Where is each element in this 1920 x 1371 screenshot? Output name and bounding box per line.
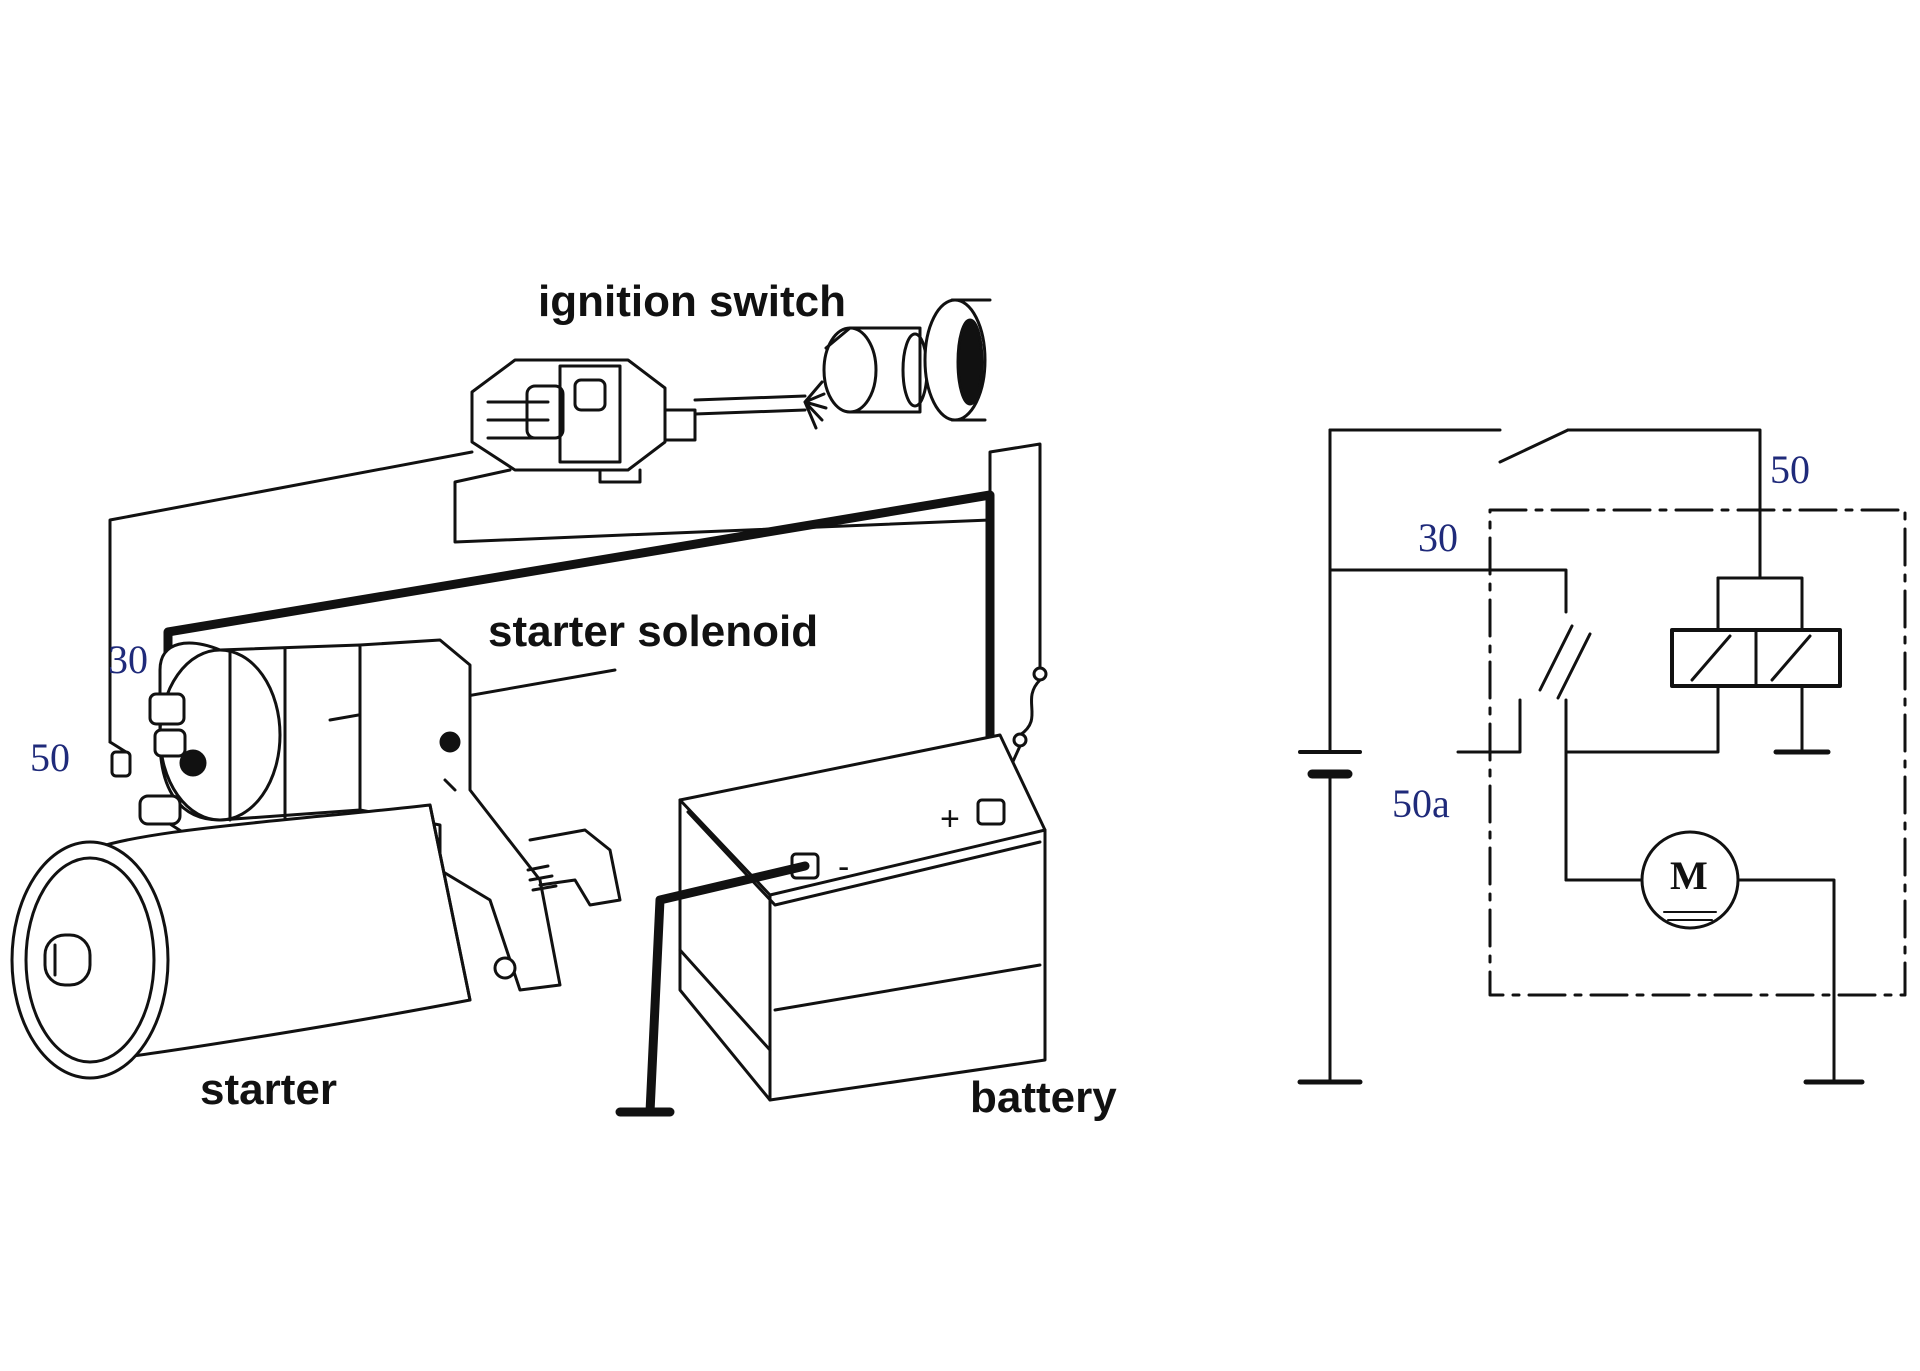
label-battery: battery — [970, 1073, 1117, 1122]
terminal-label-50-left: 50 — [30, 735, 70, 780]
terminal-label-30-left: 30 — [108, 637, 148, 682]
ignition-switch-block — [470, 358, 697, 484]
ground-cable — [615, 861, 810, 1117]
label-starter: starter — [200, 1065, 337, 1114]
solenoid-body — [158, 641, 617, 822]
schematic-battery — [1297, 428, 1363, 1085]
terminal-label-50a-right: 50a — [1392, 781, 1450, 826]
label-ignition-switch: ignition switch — [538, 277, 846, 326]
battery-plus-mark: + — [940, 800, 960, 838]
terminal-label-30-right: 30 — [1418, 515, 1458, 560]
starter-motor-body — [10, 803, 472, 1080]
ignition-key-cylinder — [693, 298, 992, 430]
schematic-relay-coil — [1564, 576, 1842, 755]
battery-minus-mark: - — [838, 848, 849, 886]
schematic-ignition-switch — [1328, 428, 1762, 580]
schematic-motor-branch — [1564, 830, 1865, 1085]
label-starter-solenoid: starter solenoid — [488, 607, 819, 656]
battery-box — [678, 733, 1047, 1102]
terminal-label-50-right: 50 — [1770, 447, 1810, 492]
schematic-main-contact — [1328, 568, 1592, 882]
motor-symbol-label: M — [1670, 853, 1708, 898]
